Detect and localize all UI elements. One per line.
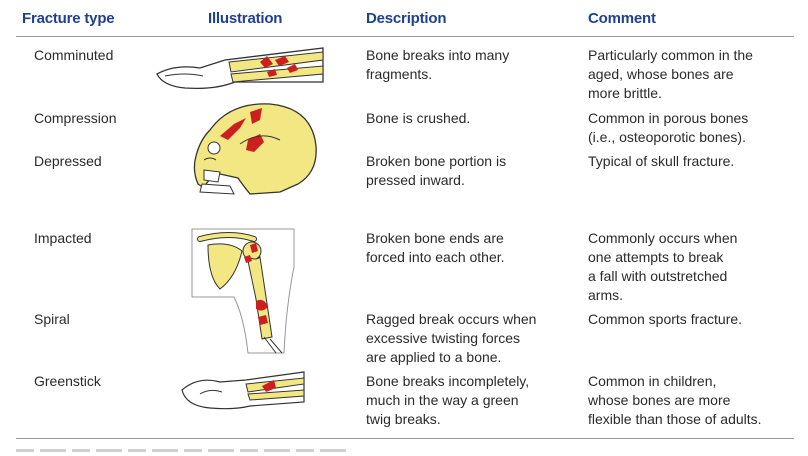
row-compression-comment: Common in porous bones(i.e., osteoporoti… [588, 110, 749, 145]
row-compression-description: Bone is crushed. [366, 110, 471, 126]
row-spiral-comment: Common sports fracture. [588, 311, 743, 327]
row-impacted-type: Impacted [34, 230, 92, 246]
row-depressed-type: Depressed [34, 153, 102, 169]
forearm-bent-bone-icon [181, 371, 305, 410]
header-description: Description [366, 10, 447, 27]
header-illustration: Illustration [208, 10, 283, 27]
forearm-bone-multiple-fragments-icon [156, 47, 324, 90]
row-greenstick-type: Greenstick [34, 373, 101, 389]
bottom-rule [16, 438, 794, 439]
header-comment: Comment [588, 10, 656, 27]
row-comminuted-type: Comminuted [34, 47, 114, 63]
header-rule [16, 36, 794, 37]
shoulder-humerus-icon [191, 228, 295, 354]
source-footnote-line [16, 449, 346, 452]
row-spiral-type: Spiral [34, 311, 70, 327]
header-fracture-type: Fracture type [22, 10, 115, 27]
row-depressed-comment: Typical of skull fracture. [588, 153, 735, 169]
skull-icon [193, 103, 317, 195]
row-greenstick-description: Bone breaks incompletely,much in the way… [366, 373, 530, 427]
row-compression-type: Compression [34, 110, 117, 126]
